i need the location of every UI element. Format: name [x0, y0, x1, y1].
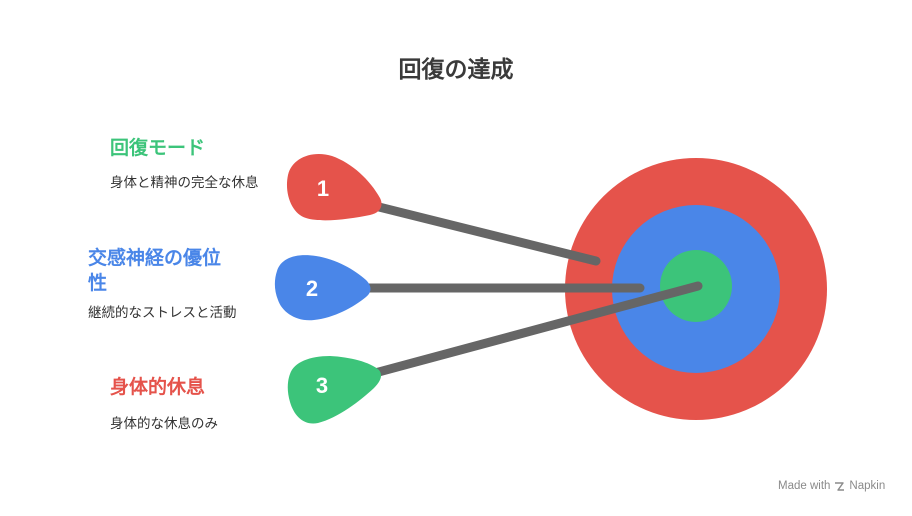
- pick-1-number: 1: [317, 176, 329, 201]
- pick-2: 2: [274, 255, 371, 321]
- made-with-footer[interactable]: Made with Napkin: [778, 480, 885, 492]
- item-2-desc: 継続的なストレスと活動: [88, 305, 237, 321]
- napkin-logo-icon: [835, 481, 845, 491]
- diagram-title: 回復の達成: [398, 57, 514, 83]
- brand-label: Napkin: [849, 480, 886, 492]
- item-1-desc: 身体と精神の完全な休息: [110, 175, 259, 191]
- arrow-3-shaft: [370, 281, 703, 378]
- item-3-title: 身体的休息: [110, 376, 206, 398]
- pick-1-shape: [286, 154, 382, 221]
- arrow-1-shaft: [370, 201, 601, 266]
- pick-3-number: 3: [316, 373, 328, 398]
- item-2-title: 交感神経の優位性: [88, 247, 222, 294]
- pick-3: 3: [287, 356, 382, 424]
- pick-3-shape: [287, 356, 382, 424]
- item-1-title: 回復モード: [110, 137, 206, 159]
- pick-2-shape: [274, 255, 371, 321]
- made-with-label: Made with: [778, 480, 831, 492]
- item-3-desc: 身体的な休息のみ: [110, 416, 218, 432]
- pick-1: 1: [286, 154, 382, 221]
- pick-2-number: 2: [306, 276, 318, 301]
